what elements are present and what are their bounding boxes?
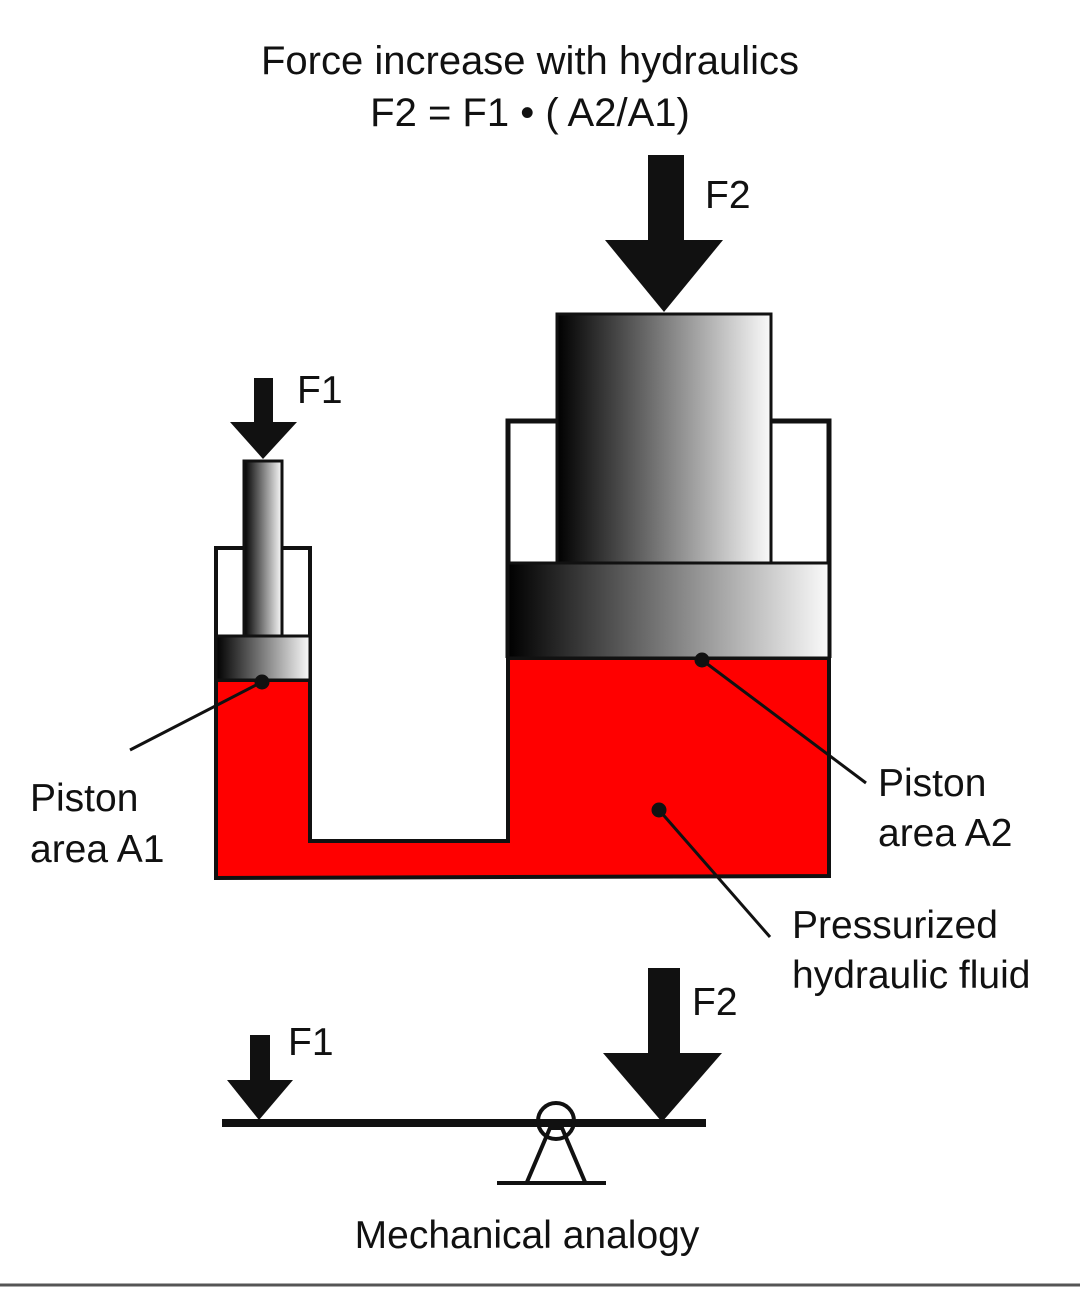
- lever: [222, 1101, 706, 1185]
- large-cylinder: [505, 312, 832, 660]
- lever-f1-arrow-icon: [227, 1035, 293, 1120]
- small-cylinder: [214, 459, 312, 682]
- piston-a2-label-2: area A2: [878, 812, 1012, 855]
- fluid-label: Pressurized: [792, 904, 998, 947]
- piston-a2-label: Piston: [878, 762, 986, 805]
- f2-label: F2: [705, 174, 751, 217]
- fulcrum-pivot-icon: [536, 1101, 576, 1141]
- diagram-title: Force increase with hydraulics: [261, 39, 799, 83]
- analogy-caption: Mechanical analogy: [355, 1214, 700, 1257]
- lever-f2-arrow-icon: [603, 968, 722, 1122]
- f1-arrow-icon: [230, 378, 297, 459]
- small-piston: [214, 634, 312, 682]
- piston-a1-label-2: area A1: [30, 828, 164, 871]
- lever-f1-label: F1: [288, 1021, 334, 1064]
- f1-label: F1: [297, 369, 343, 412]
- large-piston: [506, 561, 831, 660]
- leader-lines: [129, 652, 867, 938]
- small-piston-rod: [242, 459, 284, 638]
- piston-a1-label: Piston: [30, 777, 138, 820]
- large-piston-rod: [555, 312, 773, 565]
- f2-arrow-icon: [605, 155, 723, 312]
- fulcrum-icon: [525, 1126, 587, 1183]
- hydraulic-fluid: [214, 656, 831, 881]
- lever-f2-label: F2: [692, 981, 738, 1024]
- fluid-label-2: hydraulic fluid: [792, 954, 1030, 997]
- formula: F2 = F1 • ( A2/A1): [370, 91, 690, 135]
